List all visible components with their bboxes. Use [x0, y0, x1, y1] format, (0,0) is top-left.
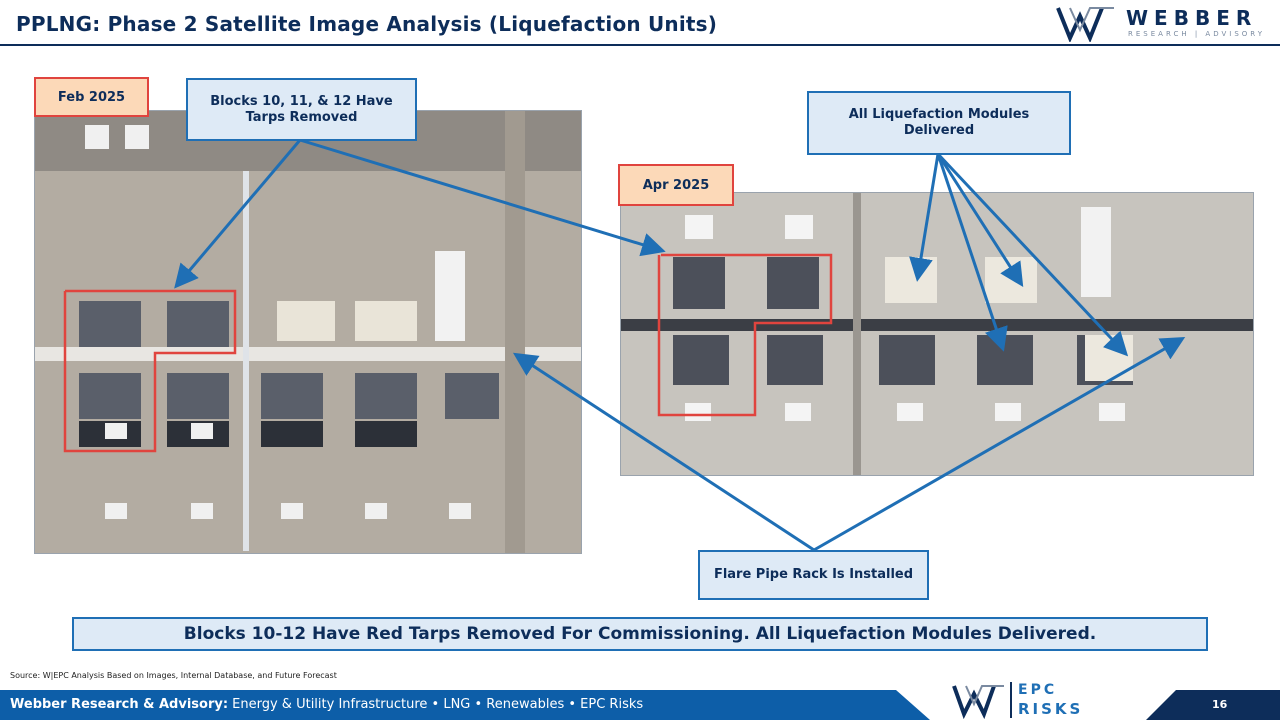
- summary-banner: Blocks 10-12 Have Red Tarps Removed For …: [72, 617, 1208, 651]
- epc-risks-logo: EPC RISKS: [950, 680, 1120, 720]
- logo-wordmark: WEBBER: [1126, 6, 1258, 30]
- epc-logo-top: EPC: [1018, 682, 1058, 698]
- title-divider: [0, 44, 1280, 46]
- satellite-image-feb: [34, 110, 582, 554]
- epc-logo-bottom: RISKS: [1018, 700, 1084, 718]
- webber-w-mark-footer-icon: [952, 685, 1004, 720]
- date-tag-feb: Feb 2025: [34, 77, 149, 117]
- page-number: 16: [1212, 698, 1228, 711]
- date-tag-apr: Apr 2025: [618, 164, 734, 206]
- callout-tarps-removed: Blocks 10, 11, & 12 Have Tarps Removed: [186, 78, 417, 141]
- footer-bar: [0, 690, 1280, 720]
- webber-logo: WEBBER RESEARCH | ADVISORY: [1056, 4, 1266, 44]
- callout-flare-pipe-rack: Flare Pipe Rack Is Installed: [698, 550, 929, 600]
- page-title: PPLNG: Phase 2 Satellite Image Analysis …: [16, 12, 718, 36]
- satellite-image-apr: [620, 192, 1254, 476]
- footer-tagline-text: Energy & Utility Infrastructure • LNG • …: [228, 697, 644, 712]
- source-note: Source: W|EPC Analysis Based on Images, …: [10, 671, 337, 680]
- footer-tagline: Webber Research & Advisory: Energy & Uti…: [10, 697, 643, 712]
- webber-w-mark-icon: [1056, 7, 1114, 44]
- footer-brand: Webber Research & Advisory:: [10, 697, 229, 712]
- logo-subtitle: RESEARCH | ADVISORY: [1128, 30, 1265, 38]
- logo-separator: [1010, 682, 1012, 718]
- callout-modules-delivered: All Liquefaction Modules Delivered: [807, 91, 1071, 155]
